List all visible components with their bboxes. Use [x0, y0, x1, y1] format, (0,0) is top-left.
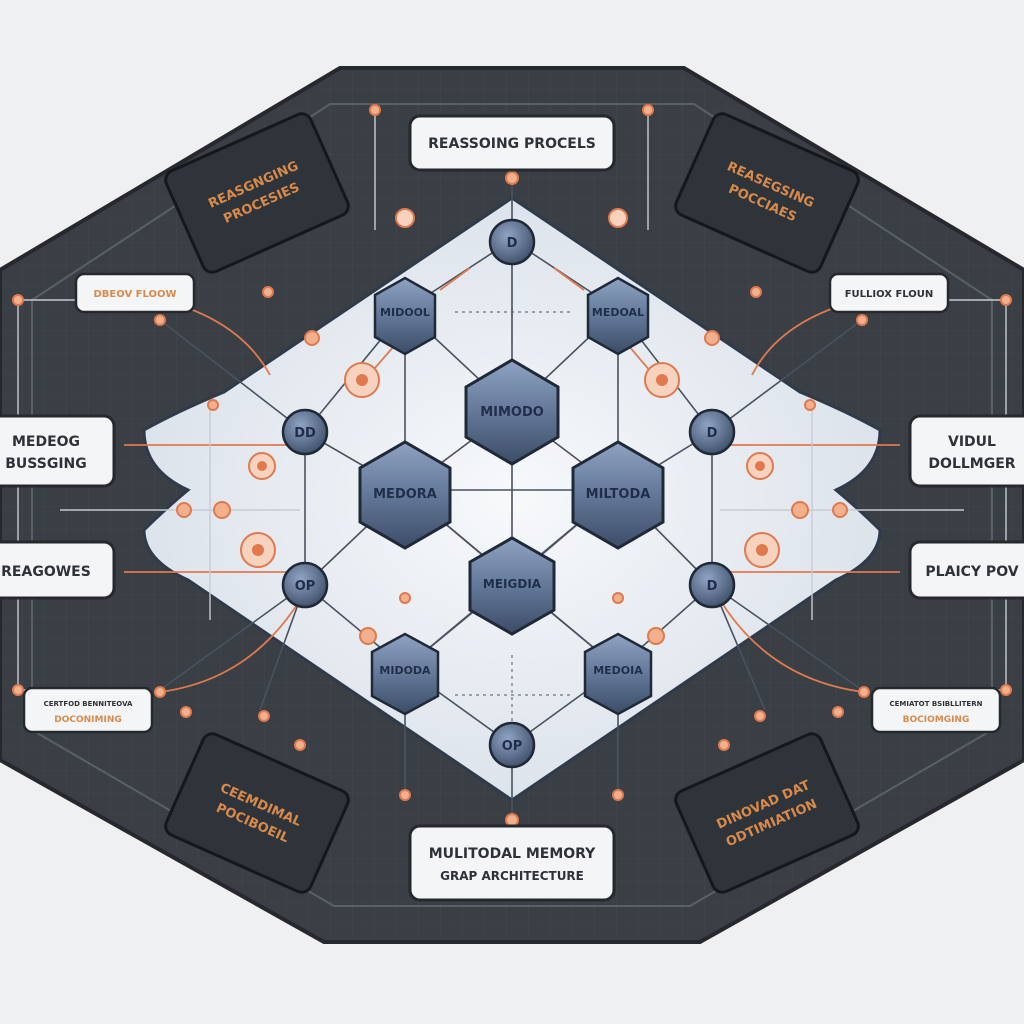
- right-low-label-text: PLAICY POV: [925, 564, 1018, 580]
- right-mid-label-line2: DOLLMGER: [928, 456, 1015, 472]
- hex-node-bottom-right: MEDOIA: [583, 632, 653, 716]
- round-node-top-label: D: [507, 236, 518, 251]
- top-center-label-text: REASSOING PROCELS: [428, 136, 596, 152]
- round-node-right-lower: D: [688, 561, 736, 609]
- left-small-top-label-text: DBEOV FLOOW: [93, 289, 176, 300]
- right-small-bottom-label-line1: CEMIATOT BSIBLLITERN: [890, 700, 983, 708]
- hex-node-left: MEDORA: [358, 440, 452, 550]
- right-small-bottom-label-line2: BOCIOMGING: [903, 715, 970, 725]
- left-upper-panel: REASGNGING PROCESIES: [164, 112, 350, 274]
- round-node-left-lower-label: OP: [295, 579, 316, 594]
- round-node-left-upper: DD: [281, 408, 329, 456]
- left-bottom-panel: CEEMDIMAL POCIBOEIL: [164, 732, 350, 894]
- hex-node-top-left: MIDOOL: [373, 276, 437, 356]
- right-low-label: PLAICY POV: [908, 540, 1024, 600]
- round-node-right-upper: D: [688, 408, 736, 456]
- hex-node-top-right-label: MEDOAL: [592, 306, 644, 319]
- bottom-center-label: MULITODAL MEMORY GRAP ARCHITECTURE: [408, 824, 616, 902]
- hex-node-right-label: MILTODA: [586, 487, 651, 502]
- bottom-center-label-line2: GRAP ARCHITECTURE: [440, 869, 584, 883]
- left-low-label: REAGOWES: [0, 540, 116, 600]
- hex-node-center: MIMODO: [464, 358, 560, 466]
- left-mid-label: MEDEOG BUSSGING: [0, 414, 116, 488]
- hex-node-lower-center: MEIGDIA: [468, 536, 556, 636]
- left-mid-label-line2: BUSSGING: [5, 456, 86, 472]
- left-small-bottom-label: CERTFOD BENNITEOVA DOCONIMING: [22, 686, 154, 734]
- target-ring-centers: [252, 374, 768, 556]
- round-node-left-upper-label: DD: [294, 426, 316, 441]
- hex-node-bottom-right-label: MEDOIA: [593, 664, 643, 677]
- hex-node-top-left-label: MIDOOL: [380, 306, 430, 319]
- left-small-bottom-label-line1: CERTFOD BENNITEOVA: [44, 700, 133, 708]
- hex-node-bottom-left-label: MIDODA: [379, 664, 431, 677]
- right-small-bottom-label: CEMIATOT BSIBLLITERN BOCIOMGING: [870, 686, 1002, 734]
- left-small-bottom-label-line2: DOCONIMING: [54, 715, 121, 725]
- round-node-left-lower: OP: [281, 561, 329, 609]
- hex-node-left-label: MEDORA: [373, 487, 437, 502]
- bottom-center-label-line1: MULITODAL MEMORY: [429, 846, 596, 862]
- right-bottom-panel: DINOVAD DAT ODTIMIATION: [674, 732, 860, 894]
- hex-node-right: MILTODA: [571, 440, 665, 550]
- right-small-top-label: FULLIOX FLOUN: [828, 272, 950, 314]
- hex-node-lower-center-label: MEIGDIA: [483, 577, 542, 591]
- right-upper-panel: REASEGSING POCCIAES: [674, 112, 860, 274]
- round-node-bottom-label: OP: [502, 739, 523, 754]
- left-low-label-text: REAGOWES: [1, 564, 91, 580]
- round-node-bottom: OP: [488, 721, 536, 769]
- hex-node-top-right: MEDOAL: [586, 276, 650, 356]
- left-mid-label-line1: MEDEOG: [12, 434, 80, 450]
- hex-node-bottom-left: MIDODA: [370, 632, 440, 716]
- right-mid-label-line1: VIDUL: [948, 434, 996, 450]
- right-small-top-label-text: FULLIOX FLOUN: [845, 289, 934, 300]
- round-node-right-upper-label: D: [707, 426, 718, 441]
- round-node-right-lower-label: D: [707, 579, 718, 594]
- hex-node-center-label: MIMODO: [480, 405, 544, 420]
- connector-dots: [12, 104, 1012, 827]
- round-node-top: D: [488, 218, 536, 266]
- left-small-top-label: DBEOV FLOOW: [74, 272, 196, 314]
- right-mid-label: VIDUL DOLLMGER: [908, 414, 1024, 488]
- top-center-label: REASSOING PROCELS: [408, 114, 616, 172]
